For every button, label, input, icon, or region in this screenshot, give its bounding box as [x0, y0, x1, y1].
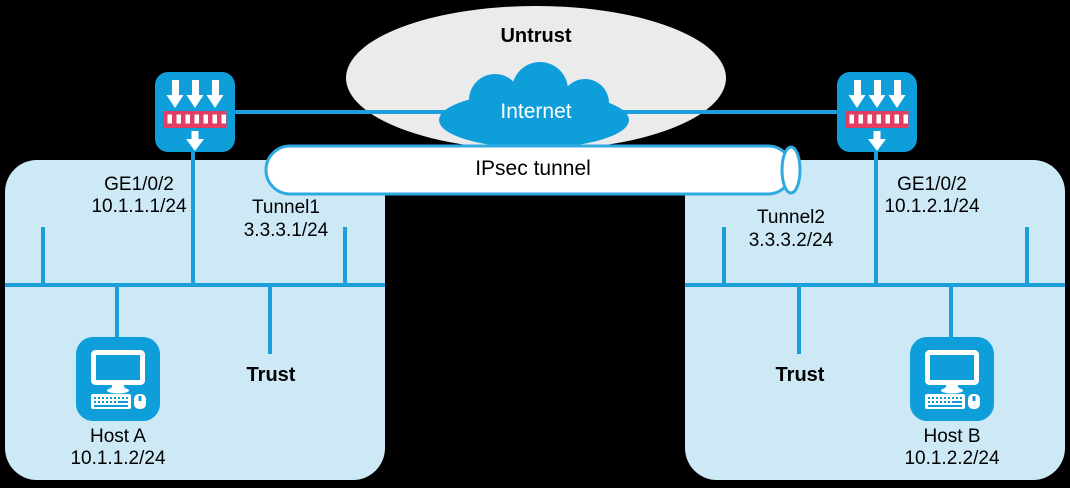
host-b-ip: 10.1.2.2/24	[904, 448, 1000, 469]
tunnel-interface-a-name: Tunnel1	[252, 197, 320, 218]
host-a-label: Host A 10.1.1.2/24	[70, 426, 165, 470]
tunnel-interface-a-ip: 3.3.3.1/24	[243, 220, 329, 241]
tunnel-interface-b-name: Tunnel2	[757, 207, 825, 228]
tunnel-interface-a-label: Tunnel1 3.3.3.1/24	[244, 196, 329, 242]
internet-cloud-icon	[439, 62, 629, 148]
host-a-icon	[76, 337, 160, 421]
tunnel-interface-b-ip: 3.3.3.2/24	[748, 230, 834, 251]
firewall-b-icon	[837, 72, 917, 152]
host-b-icon	[910, 337, 994, 421]
host-a-link	[115, 285, 119, 339]
host-b-name: Host B	[923, 426, 981, 447]
trust-a-stub	[268, 285, 272, 354]
lan-bus-a	[5, 283, 385, 287]
firewall-a-icon	[155, 72, 235, 152]
lan-a-stub-left	[41, 227, 45, 285]
wan-interface-a-ip: 10.1.1.1/24	[91, 196, 187, 217]
untrust-zone-label: Untrust	[500, 25, 572, 47]
wan-interface-b-name: GE1/0/2	[897, 174, 967, 195]
lan-b-stub-left	[722, 227, 726, 285]
firewall-b-lan-link	[874, 150, 878, 287]
wan-interface-b-label: GE1/0/2 10.1.2.1/24	[884, 174, 979, 218]
wan-interface-a-name: GE1/0/2	[104, 174, 174, 195]
lan-b-stub-right	[1025, 227, 1029, 285]
host-b-link	[949, 285, 953, 339]
internet-label: Internet	[500, 100, 572, 123]
trust-zone-b-label: Trust	[775, 364, 825, 386]
host-a-name: Host A	[90, 426, 146, 447]
firewall-a-lan-link	[191, 150, 195, 287]
wan-interface-a-label: GE1/0/2 10.1.1.1/24	[91, 174, 186, 218]
trust-zone-a-label: Trust	[246, 364, 296, 386]
ipsec-tunnel-label: IPsec tunnel	[475, 157, 591, 180]
lan-a-stub-right	[343, 227, 347, 285]
trust-b-stub	[797, 285, 801, 354]
tunnel-interface-b-label: Tunnel2 3.3.3.2/24	[749, 206, 834, 252]
host-a-ip: 10.1.1.2/24	[70, 448, 166, 469]
ipsec-tunnel-pipe-icon	[264, 144, 802, 196]
host-b-label: Host B 10.1.2.2/24	[904, 426, 999, 470]
trust-zone-a	[5, 160, 385, 480]
wan-interface-b-ip: 10.1.2.1/24	[884, 196, 980, 217]
